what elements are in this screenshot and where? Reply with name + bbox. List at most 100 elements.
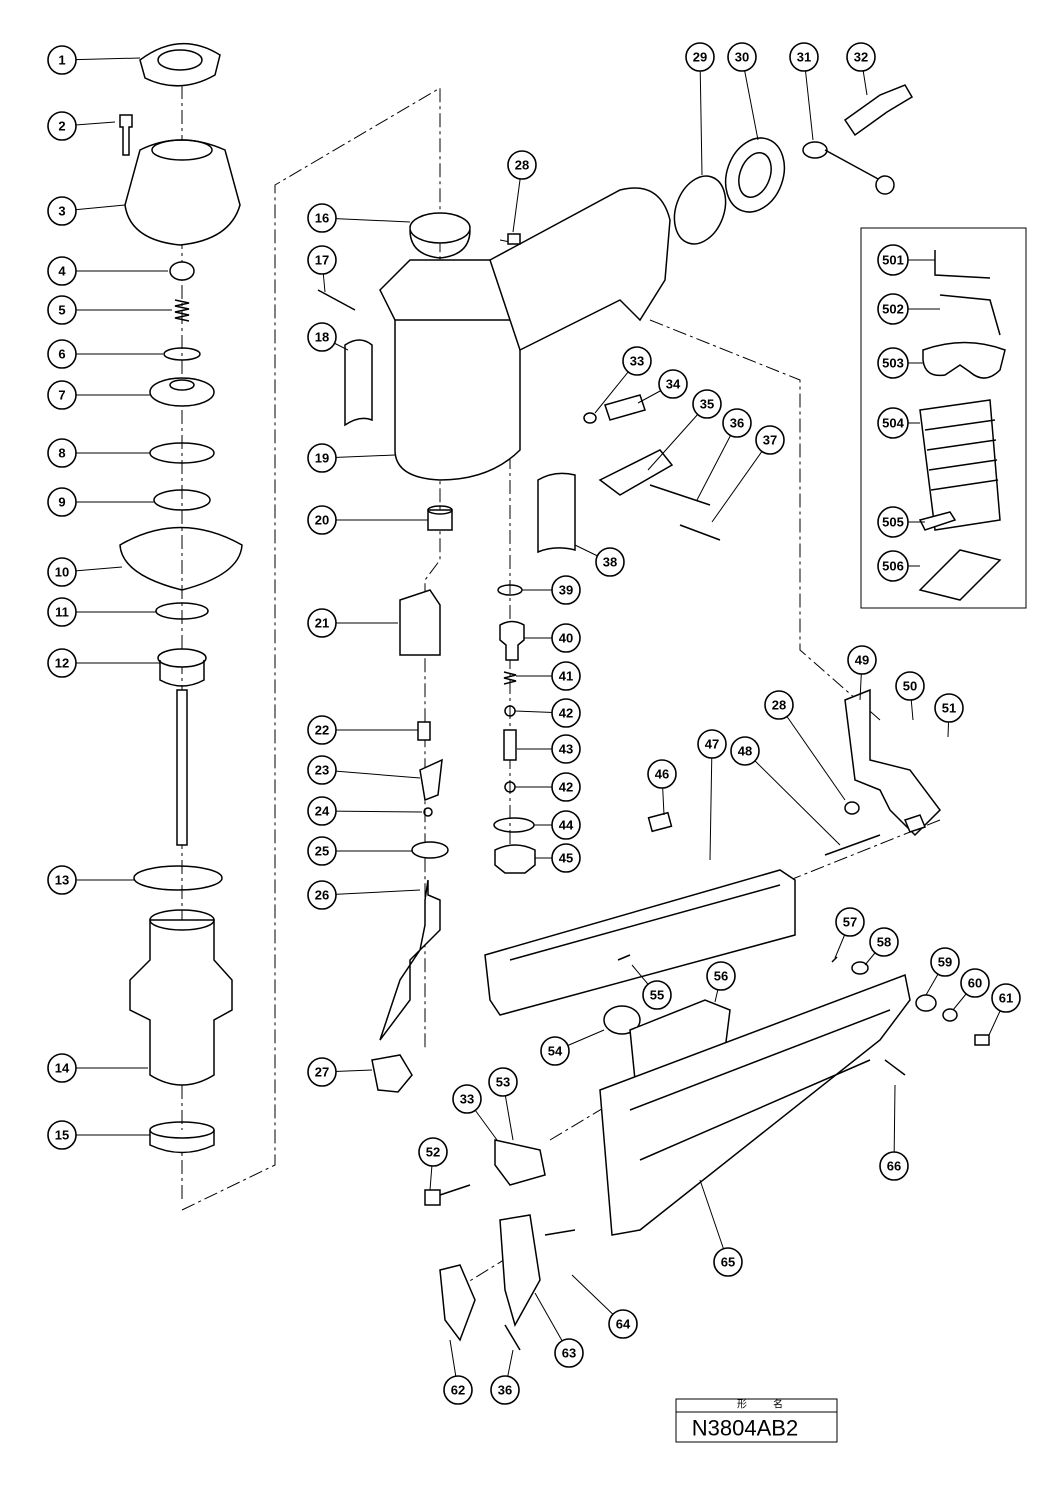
callout-number: 12 bbox=[55, 656, 69, 671]
callout-circle bbox=[554, 1338, 584, 1368]
callout-circle bbox=[847, 645, 877, 675]
callout-circle bbox=[722, 408, 752, 438]
callout-circle bbox=[960, 968, 990, 998]
callout-64: 64 bbox=[608, 1309, 638, 1339]
callout-number: 501 bbox=[882, 253, 904, 268]
callout-circle bbox=[551, 810, 581, 840]
callout-14: 14 bbox=[47, 1053, 77, 1083]
callout-35: 35 bbox=[692, 389, 722, 419]
callout-number: 62 bbox=[451, 1383, 465, 1398]
callout-34: 34 bbox=[658, 369, 688, 399]
callout-54: 54 bbox=[540, 1036, 570, 1066]
callout-18: 18 bbox=[307, 322, 337, 352]
callout-circle bbox=[47, 487, 77, 517]
callout-circle bbox=[490, 1375, 520, 1405]
callout-number: 65 bbox=[721, 1255, 735, 1270]
leader-line bbox=[321, 810, 423, 813]
callout-number: 43 bbox=[559, 742, 573, 757]
callout-number: 503 bbox=[882, 356, 904, 371]
callout-circle bbox=[608, 1309, 638, 1339]
leader-line bbox=[711, 439, 771, 523]
callout-15: 15 bbox=[47, 1120, 77, 1150]
callout-number: 51 bbox=[942, 701, 956, 716]
callout-circle bbox=[622, 346, 652, 376]
callout-number: 28 bbox=[772, 698, 786, 713]
accessories-drawing bbox=[918, 250, 1006, 601]
callout-38: 38 bbox=[595, 547, 625, 577]
callout-number: 36 bbox=[498, 1383, 512, 1398]
callout-22: 22 bbox=[307, 715, 337, 745]
callout-number: 47 bbox=[705, 737, 719, 752]
callout-number: 48 bbox=[738, 744, 752, 759]
callout-number: 28 bbox=[515, 158, 529, 173]
callout-circle bbox=[755, 425, 785, 455]
callout-circle bbox=[727, 42, 757, 72]
callout-57: 57 bbox=[835, 907, 865, 937]
callout-circle bbox=[507, 150, 537, 180]
callout-number: 5 bbox=[58, 303, 65, 318]
callout-number: 26 bbox=[315, 888, 329, 903]
callout-number: 52 bbox=[426, 1145, 440, 1160]
callout-circle bbox=[307, 836, 337, 866]
callout-24: 24 bbox=[307, 796, 337, 826]
callout-37: 37 bbox=[755, 425, 785, 455]
leader-line bbox=[321, 889, 421, 896]
callout-504: 504 bbox=[877, 407, 909, 439]
callout-number: 64 bbox=[616, 1317, 631, 1332]
callout-62: 62 bbox=[443, 1375, 473, 1405]
callout-number: 63 bbox=[562, 1346, 576, 1361]
callout-circle bbox=[47, 45, 77, 75]
leader-line bbox=[321, 769, 421, 779]
callout-25: 25 bbox=[307, 836, 337, 866]
callout-circle bbox=[307, 505, 337, 535]
callout-circle bbox=[930, 947, 960, 977]
callout-60: 60 bbox=[960, 968, 990, 998]
callout-11: 11 bbox=[47, 597, 77, 627]
exploded-parts-drawing bbox=[119, 43, 990, 1351]
callout-number: 37 bbox=[763, 433, 777, 448]
callout-61: 61 bbox=[991, 983, 1021, 1013]
callout-33b: 33 bbox=[452, 1084, 482, 1114]
callout-circle bbox=[307, 322, 337, 352]
callout-number: 19 bbox=[315, 451, 329, 466]
leader-line bbox=[709, 743, 713, 861]
callout-66: 66 bbox=[879, 1151, 909, 1181]
callout-circle bbox=[307, 755, 337, 785]
callout-circle bbox=[488, 1067, 518, 1097]
callout-number: 27 bbox=[315, 1065, 329, 1080]
callout-number: 54 bbox=[548, 1044, 563, 1059]
callout-number: 38 bbox=[603, 555, 617, 570]
callout-number: 59 bbox=[938, 955, 952, 970]
callout-circle bbox=[595, 547, 625, 577]
callout-12: 12 bbox=[47, 648, 77, 678]
callout-circle bbox=[47, 196, 77, 226]
callout-number: 7 bbox=[58, 388, 65, 403]
callout-number: 20 bbox=[315, 513, 329, 528]
callout-number: 40 bbox=[559, 631, 573, 646]
callout-10: 10 bbox=[47, 557, 77, 587]
callout-number: 8 bbox=[58, 446, 65, 461]
callout-32: 32 bbox=[846, 42, 876, 72]
title-block: 形 名 N3804AB2 bbox=[675, 1398, 838, 1443]
callout-3: 3 bbox=[47, 196, 77, 226]
callout-number: 10 bbox=[55, 565, 69, 580]
callout-circle bbox=[764, 690, 794, 720]
callout-circle bbox=[877, 407, 909, 439]
callout-56: 56 bbox=[706, 961, 736, 991]
callout-59: 59 bbox=[930, 947, 960, 977]
callout-circle bbox=[47, 557, 77, 587]
callout-circle bbox=[642, 980, 672, 1010]
callout-33: 33 bbox=[622, 346, 652, 376]
callout-51: 51 bbox=[934, 693, 964, 723]
callout-52: 52 bbox=[418, 1137, 448, 1167]
callout-number: 25 bbox=[315, 844, 329, 859]
callout-21: 21 bbox=[307, 608, 337, 638]
callout-502: 502 bbox=[877, 293, 909, 325]
callout-number: 22 bbox=[315, 723, 329, 738]
callout-29: 29 bbox=[685, 42, 715, 72]
callout-circle bbox=[452, 1084, 482, 1114]
callout-circle bbox=[730, 736, 760, 766]
callout-circle bbox=[307, 880, 337, 910]
callout-circle bbox=[47, 256, 77, 286]
